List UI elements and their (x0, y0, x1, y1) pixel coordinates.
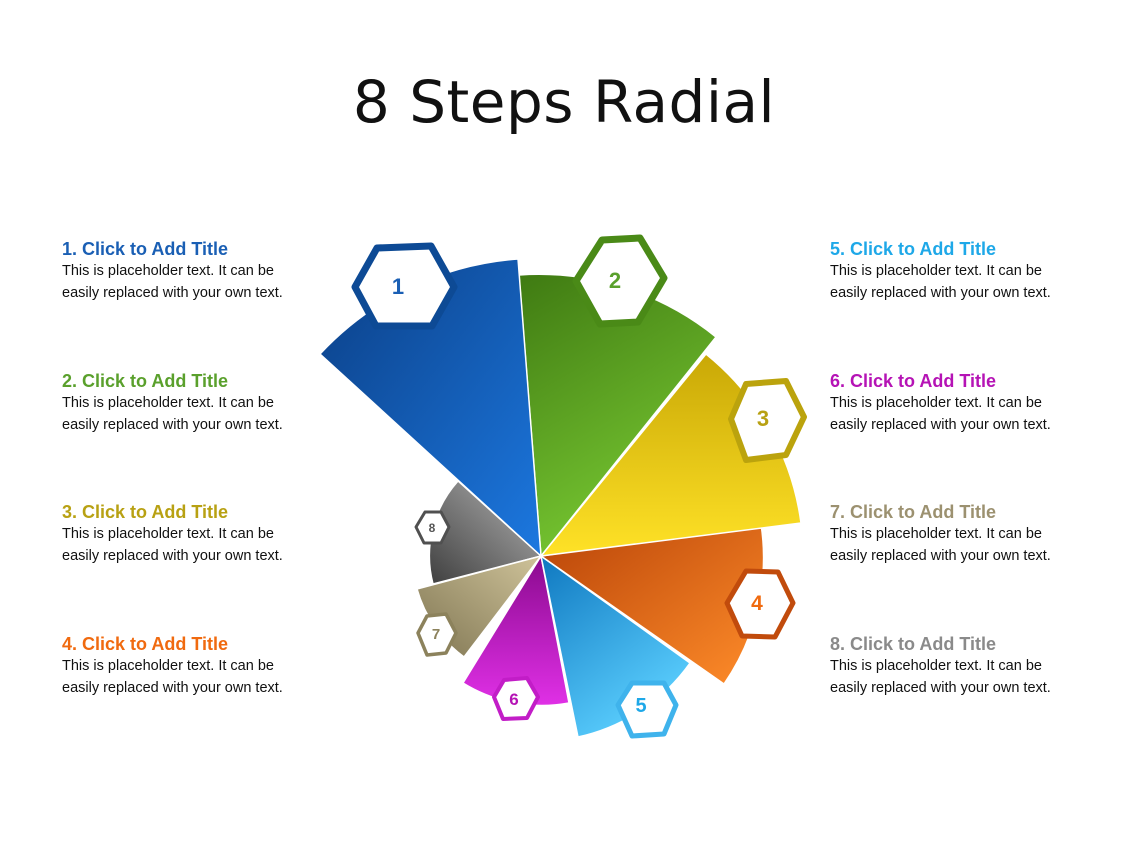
step-3-title[interactable]: 3. Click to Add Title (62, 502, 229, 522)
step-1-title[interactable]: 1. Click to Add Title (62, 239, 229, 259)
badge-7-number: 7 (432, 626, 440, 643)
hexagon-badge-8: 8 (414, 510, 451, 545)
hexagon-badge-5: 5 (615, 680, 679, 739)
hexagon-badge-2: 2 (572, 234, 668, 328)
step-4-desc-line1: This is placeholder text. It can be (62, 658, 274, 674)
badge-4-number: 4 (751, 592, 763, 615)
step-7-desc-line2: easily replaced with your own text. (830, 548, 1051, 564)
badge-1-number: 1 (392, 274, 404, 299)
step-1-desc-line2: easily replaced with your own text. (62, 285, 283, 301)
step-2-desc-line2: easily replaced with your own text. (62, 417, 283, 433)
step-8-desc-line2: easily replaced with your own text. (830, 680, 1051, 696)
badge-2-number: 2 (609, 268, 621, 293)
step-7-desc-line1: This is placeholder text. It can be (830, 526, 1042, 542)
hexagon-badge-3: 3 (728, 378, 807, 463)
hexagon-badge-4: 4 (724, 568, 796, 640)
hexagon-badge-6: 6 (492, 676, 540, 721)
badge-3-number: 3 (757, 406, 769, 431)
step-6-title[interactable]: 6. Click to Add Title (830, 371, 997, 391)
step-4-desc-line2: easily replaced with your own text. (62, 680, 283, 696)
step-3-desc-line2: easily replaced with your own text. (62, 548, 283, 564)
step-2-desc-line1: This is placeholder text. It can be (62, 395, 274, 411)
step-5-desc-line2: easily replaced with your own text. (830, 285, 1051, 301)
hexagon-badge-7: 7 (416, 612, 458, 657)
step-7-title[interactable]: 7. Click to Add Title (830, 502, 997, 522)
step-8-desc-line1: This is placeholder text. It can be (830, 658, 1042, 674)
slide-title: 8 Steps Radial (352, 68, 776, 136)
step-2-text: 2. Click to Add Title This is placeholde… (62, 370, 332, 436)
step-3-desc-line1: This is placeholder text. It can be (62, 526, 274, 542)
badge-8-number: 8 (429, 521, 436, 535)
step-4-text: 4. Click to Add Title This is placeholde… (62, 633, 332, 699)
step-5-text: 5. Click to Add Title This is placeholde… (830, 238, 1100, 304)
step-6-desc-line1: This is placeholder text. It can be (830, 395, 1042, 411)
step-4-title[interactable]: 4. Click to Add Title (62, 634, 229, 654)
step-1-text: 1. Click to Add Title This is placeholde… (62, 238, 332, 304)
badge-5-number: 5 (635, 695, 646, 717)
step-5-desc-line1: This is placeholder text. It can be (830, 263, 1042, 279)
step-1-desc-line1: This is placeholder text. It can be (62, 263, 274, 279)
step-7-text: 7. Click to Add Title This is placeholde… (830, 501, 1100, 567)
step-6-text: 6. Click to Add Title This is placeholde… (830, 370, 1100, 436)
badge-6-number: 6 (509, 690, 518, 709)
step-3-text: 3. Click to Add Title This is placeholde… (62, 501, 332, 567)
step-8-text: 8. Click to Add Title This is placeholde… (830, 633, 1100, 699)
step-5-title[interactable]: 5. Click to Add Title (830, 239, 997, 259)
step-8-title[interactable]: 8. Click to Add Title (830, 634, 997, 654)
hexagon-badge-1: 1 (351, 242, 458, 330)
step-2-title[interactable]: 2. Click to Add Title (62, 371, 229, 391)
step-6-desc-line2: easily replaced with your own text. (830, 417, 1051, 433)
